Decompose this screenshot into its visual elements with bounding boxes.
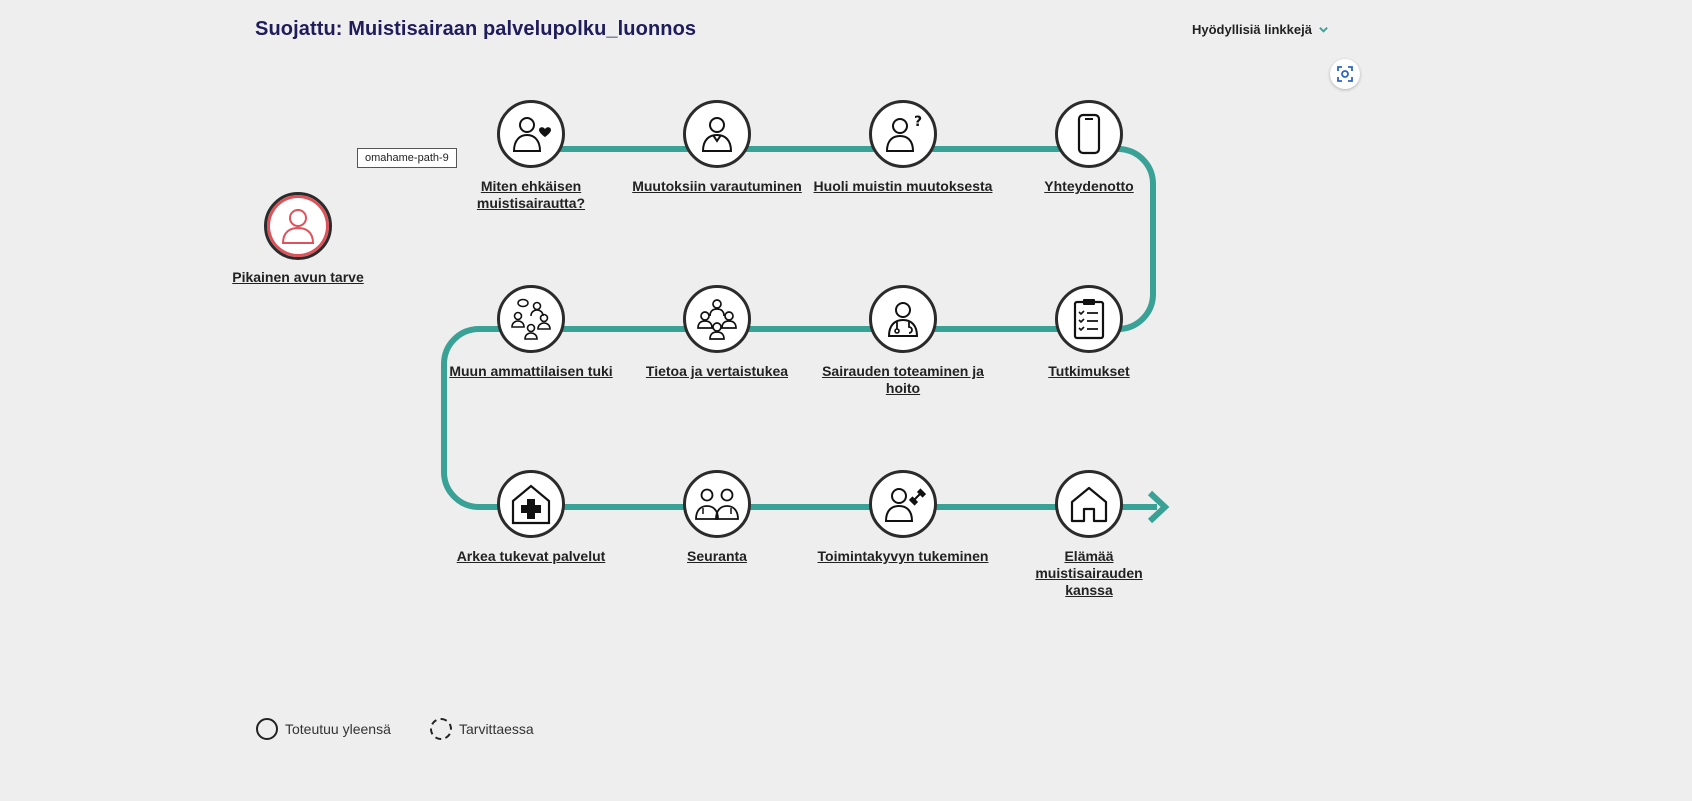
step-label-3[interactable]: Huoli muistin muutoksesta [813,178,993,194]
step-node-9[interactable] [497,470,565,538]
two-professionals-icon [695,488,739,520]
step-node-10[interactable] [683,470,751,538]
step-node-2[interactable] [683,100,751,168]
step-node-6[interactable] [869,285,937,353]
urgent-help-label[interactable]: Pikainen avun tarve [232,269,364,285]
useful-links-label: Hyödyllisiä linkkejä [1192,22,1312,37]
urgent-help-node[interactable] [264,192,332,260]
step-label-4[interactable]: Yhteydenotto [1044,178,1134,194]
step-label-2[interactable]: Muutoksiin varautuminen [632,178,802,194]
step-node-8[interactable] [497,285,565,353]
person-question-icon: ? [885,114,922,152]
step-label-5[interactable]: Tutkimukset [1048,363,1130,379]
legend-usual-label: Toteutuu yleensä [285,721,391,737]
chevron-down-icon [1319,27,1328,33]
step-node-4[interactable] [1055,100,1123,168]
step-label-7[interactable]: Tietoa ja vertaistukea [645,363,789,379]
step-node-12[interactable] [1055,470,1123,538]
legend-if-needed-label: Tarvittaessa [459,721,534,737]
step-label-10[interactable]: Seuranta [687,548,747,564]
focus-view-button[interactable] [1330,59,1360,89]
svg-text:?: ? [914,114,922,130]
group-icon [697,299,737,340]
person-exercise-icon [884,488,926,522]
step-label-9[interactable]: Arkea tukevat palvelut [456,548,606,564]
step-label-8[interactable]: Muun ammattilaisen tuki [449,363,613,379]
step-label-1[interactable]: Miten ehkäisen muistisairautta? [476,178,586,211]
dashed-circle-icon [430,718,452,740]
person-icon [281,209,315,244]
step-label-6[interactable]: Sairauden toteaminen ja hoito [822,363,984,396]
phone-icon [1077,113,1101,155]
step-node-3[interactable]: ? [869,100,937,168]
clipboard-icon [1073,299,1105,340]
home-icon [1070,486,1108,523]
step-node-5[interactable] [1055,285,1123,353]
health-house-icon [511,484,551,525]
legend-if-needed: Tarvittaessa [430,718,534,740]
step-node-11[interactable] [869,470,937,538]
step-node-7[interactable] [683,285,751,353]
legend-usual: Toteutuu yleensä [256,718,391,740]
step-label-12[interactable]: Elämää muistisairauden kanssa [1035,548,1143,598]
person-heart-icon [512,117,551,152]
step-label-11[interactable]: Toimintakyvyn tukeminen [817,548,989,564]
useful-links-dropdown[interactable]: Hyödyllisiä linkkejä [1192,22,1329,37]
group-chat-icon [511,298,551,340]
solid-circle-icon [256,718,278,740]
step-node-1[interactable] [497,100,565,168]
person-icon [701,117,733,152]
page-title: Suojattu: Muistisairaan palvelupolku_luo… [255,18,697,40]
focus-frame-icon [1337,66,1353,82]
path-tooltip: omahame-path-9 [357,148,457,168]
doctor-icon [887,302,919,337]
